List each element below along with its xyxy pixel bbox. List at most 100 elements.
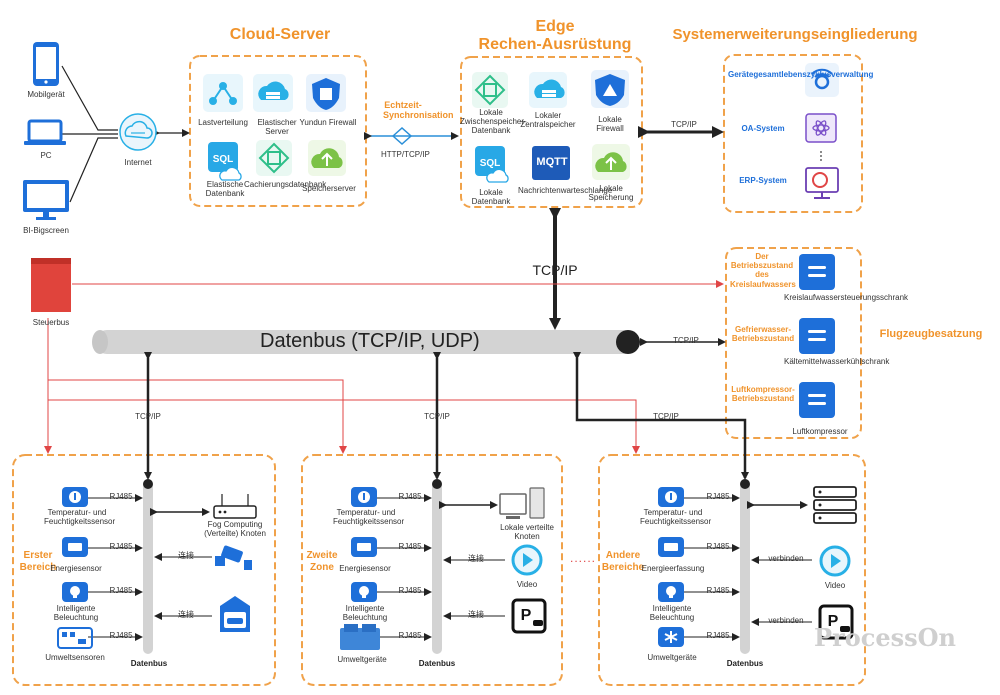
- svg-text:SQL: SQL: [480, 158, 501, 169]
- steuerbus-icon: [31, 258, 71, 312]
- edge-zs-label: Lokaler Zentralspeicher: [520, 111, 576, 130]
- zone1-rj-2: RJ485: [109, 542, 133, 551]
- zone1-light-icon: [62, 582, 88, 602]
- ext-dots: [820, 151, 822, 161]
- zone3-video-label: Video: [824, 581, 846, 590]
- cloud-db-label: Elastische Datenbank: [205, 180, 245, 199]
- zone2-light-icon: [351, 582, 377, 602]
- bus-zone3-arrow: [573, 352, 749, 480]
- edge-fw-label: Lokale Firewall: [596, 115, 624, 134]
- cloud-es-label: Elastischer Server: [257, 118, 297, 137]
- http-label: HTTP/TCP/IP: [381, 150, 430, 159]
- elastic-server-icon: [253, 74, 293, 112]
- zone2-rj-2: RJ485: [398, 542, 422, 551]
- zone1-box: [12, 454, 276, 686]
- svg-text:SQL: SQL: [213, 154, 234, 165]
- zone1-env-icon: [57, 627, 93, 649]
- zone3-title: Andere Bereiche: [601, 550, 645, 573]
- steuerbus-zone3: [48, 399, 640, 454]
- bigscreen-icon: [23, 180, 69, 220]
- flight-status-1: Der Betriebszustand des Kreislaufwassers: [730, 252, 796, 289]
- cloud-cache-label: Cachierungsdatenbank: [244, 180, 327, 189]
- zone1-title: Erster Bereich: [19, 550, 57, 573]
- flight-box: [725, 247, 862, 439]
- chip-icon-1: [799, 254, 835, 290]
- flight-status-2: Gefrierwasser-Betriebszustand: [731, 325, 795, 344]
- zone2-bus-label: Datenbus: [418, 659, 456, 668]
- zone3-env-label: Umweltgeräte: [647, 653, 697, 662]
- ext-lifecycle-label: Gerätegesamtlebenszyklusverwaltung: [728, 70, 874, 79]
- zone2-box: [301, 454, 563, 686]
- cache-db-icon: [256, 140, 292, 176]
- mobile-line: [61, 65, 118, 131]
- zone3-rj-3: RJ485: [706, 586, 730, 595]
- flight-dev-2: Kältemittelwasserkühlschrank: [784, 357, 890, 366]
- storage-server-icon: [308, 140, 346, 176]
- ext-oa-label: OA-System: [741, 124, 785, 133]
- garage-icon: [220, 596, 250, 632]
- edge-firewall-icon: [591, 70, 629, 108]
- camera-icon: [215, 545, 252, 570]
- zone2-light-label: Intelligente Beleuchtung: [342, 604, 388, 623]
- sync-diamond-icon: [391, 126, 413, 146]
- flight-title: Flugzeugbesatzung: [879, 328, 983, 340]
- zone2-link-1: 连接: [468, 554, 484, 563]
- zone2-bus-top: [432, 479, 442, 489]
- zone1-rj-4: RJ485: [109, 631, 133, 640]
- zone1-sensor-lines: [88, 494, 212, 641]
- lifecycle-icon: [805, 63, 839, 97]
- steuerbus-label: Steuerbus: [32, 318, 70, 327]
- zone2-protocol: TCP/IP: [424, 412, 450, 421]
- edge-mq-label: Nachrichtenwarteschlange: [518, 186, 613, 195]
- edge-central-storage-icon: [529, 72, 567, 108]
- zone2-energy-icon: [351, 537, 377, 557]
- edge-cache-db-icon: [472, 72, 508, 108]
- edge-title-line2: Rechen-Ausrüstung: [478, 36, 632, 53]
- zone3-bus: [740, 482, 750, 654]
- zone3-energy-label: Energieerfassung: [641, 564, 705, 573]
- ext-erp-label: ERP-System: [739, 176, 787, 185]
- ext-title: Systemerweiterungseingliederung: [672, 26, 918, 43]
- chip-icon-2: [799, 318, 835, 354]
- zone1-bus-top: [143, 479, 153, 489]
- edge-st-label: Lokale Speicherung: [588, 184, 634, 203]
- zone3-temp-label: Temperatur- und Feuchtigkeitssensor: [640, 508, 712, 527]
- zone1-energy-label: Energiesensor: [50, 564, 102, 573]
- zone3-bus-top: [740, 479, 750, 489]
- zone3-rj-2: RJ485: [706, 542, 730, 551]
- databus-bar: [95, 330, 635, 354]
- cloud-server-title: Cloud-Server: [229, 26, 331, 43]
- svg-text:P: P: [828, 613, 839, 630]
- zone1-link-1: 连接: [178, 551, 194, 560]
- zone3-link-2: verbinden: [768, 616, 804, 625]
- load-balancer-icon: [203, 74, 243, 112]
- bus-flight-protocol: TCP/IP: [673, 336, 699, 345]
- zone3-rj-4: RJ485: [706, 631, 730, 640]
- ext-box: [723, 54, 863, 213]
- zone2-sensor-lines: [377, 494, 505, 641]
- server-rack-icon: [813, 486, 857, 524]
- mqtt-icon: [532, 146, 570, 180]
- sync-title: Echtzeit-Synchronisation: [383, 100, 454, 121]
- flight-status-3: Luftkompressor-Betriebszustand: [731, 385, 795, 404]
- zone3-rj-1: RJ485: [706, 492, 730, 501]
- zone2-rj-3: RJ485: [398, 586, 422, 595]
- svg-text:P: P: [521, 607, 532, 624]
- fog-node-label: Fog Computing (Verteilte) Knoten: [204, 520, 266, 539]
- flight-dev-1: Kreislaufwassersteuerungsschrank: [784, 293, 909, 302]
- bigscreen-line: [69, 137, 118, 203]
- local-node-label: Lokale verteilte Knoten: [500, 523, 554, 542]
- edge-zw-label: Lokale Zwischenspeicher-Datenbank: [460, 108, 527, 136]
- cloud-lb-label: Lastverteilung: [198, 118, 248, 127]
- zone2-rj-4: RJ485: [398, 631, 422, 640]
- databus-label: Datenbus (TCP/IP, UDP): [260, 330, 480, 352]
- zone1-env-label: Umweltsensoren: [45, 653, 105, 662]
- zone2-env-label: Umweltgeräte: [337, 655, 387, 664]
- zone1-temp-icon: [62, 487, 88, 507]
- bigscreen-label: BI-Bigscreen: [23, 226, 69, 235]
- zone2-title: Zweite Zone: [306, 550, 338, 573]
- zone3-video-icon: [819, 545, 851, 577]
- zone1-protocol: TCP/IP: [135, 412, 161, 421]
- edge-db-icon: SQL: [475, 146, 509, 183]
